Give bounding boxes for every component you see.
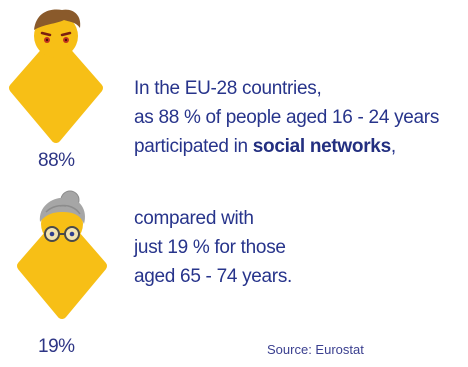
young-person-icon (9, 9, 103, 143)
figures-graphic (9, 9, 107, 319)
statement-old: compared with just 19 % for those aged 6… (134, 204, 292, 291)
young-body (9, 35, 103, 143)
statement-line-3-prefix: participated in (134, 136, 253, 157)
source-note: Source: Eurostat (267, 342, 364, 357)
elderly-body (17, 215, 107, 319)
young-percent: 88% (38, 150, 75, 171)
statement-old-line-3: aged 65 - 74 years. (134, 266, 293, 287)
young-hair (34, 9, 81, 30)
figures-column: 88% 19% (0, 0, 120, 367)
statement-old-line-1: compared with (134, 208, 254, 229)
statement-young: In the EU-28 countries, as 88 % of peopl… (134, 74, 439, 161)
elderly-hair (39, 197, 86, 224)
statement-line-3-suffix: , (390, 136, 396, 157)
statement-line-1: In the EU-28 countries, (134, 78, 322, 99)
glasses-icon (44, 226, 80, 242)
statement-old-line-2: just 19 % for those (134, 237, 286, 258)
social-networks-highlight: social networks (252, 136, 391, 157)
elderly-person-icon (17, 190, 107, 319)
elderly-percent: 19% (38, 336, 75, 357)
statement-line-2: as 88 % of people aged 16 - 24 years (134, 107, 440, 128)
statement-line-3: participated in social networks, (134, 132, 439, 161)
